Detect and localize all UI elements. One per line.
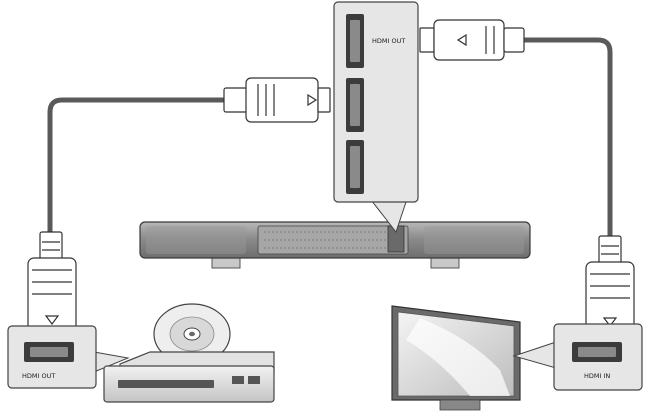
player-port-panel: HDMI OUT [7, 325, 130, 389]
player-port-label: HDMI OUT [22, 372, 55, 380]
hdmi-connector-player [27, 231, 77, 333]
connector-arrow-icon [456, 33, 467, 47]
connector-arrow-icon [44, 315, 60, 325]
cable-left [47, 97, 229, 237]
hdmi-connector-tv [585, 235, 635, 335]
soundbar-port-panel: HDMI OUT [333, 1, 419, 234]
tv-port-label: HDMI IN [584, 372, 610, 380]
hdmi-connector-soundbar-left [223, 77, 331, 123]
television [391, 305, 521, 411]
cable-right [517, 37, 613, 241]
connector-arrow-icon [307, 93, 318, 107]
disc-icon [153, 303, 231, 365]
tv-port-panel: HDMI IN [512, 323, 643, 391]
soundbar [139, 221, 531, 269]
disc-player [103, 303, 275, 403]
cables [47, 37, 613, 241]
connector-arrow-icon [602, 317, 618, 327]
hdmi-connector-upper-right [419, 19, 525, 61]
soundbar-port-label: HDMI OUT [372, 37, 405, 45]
